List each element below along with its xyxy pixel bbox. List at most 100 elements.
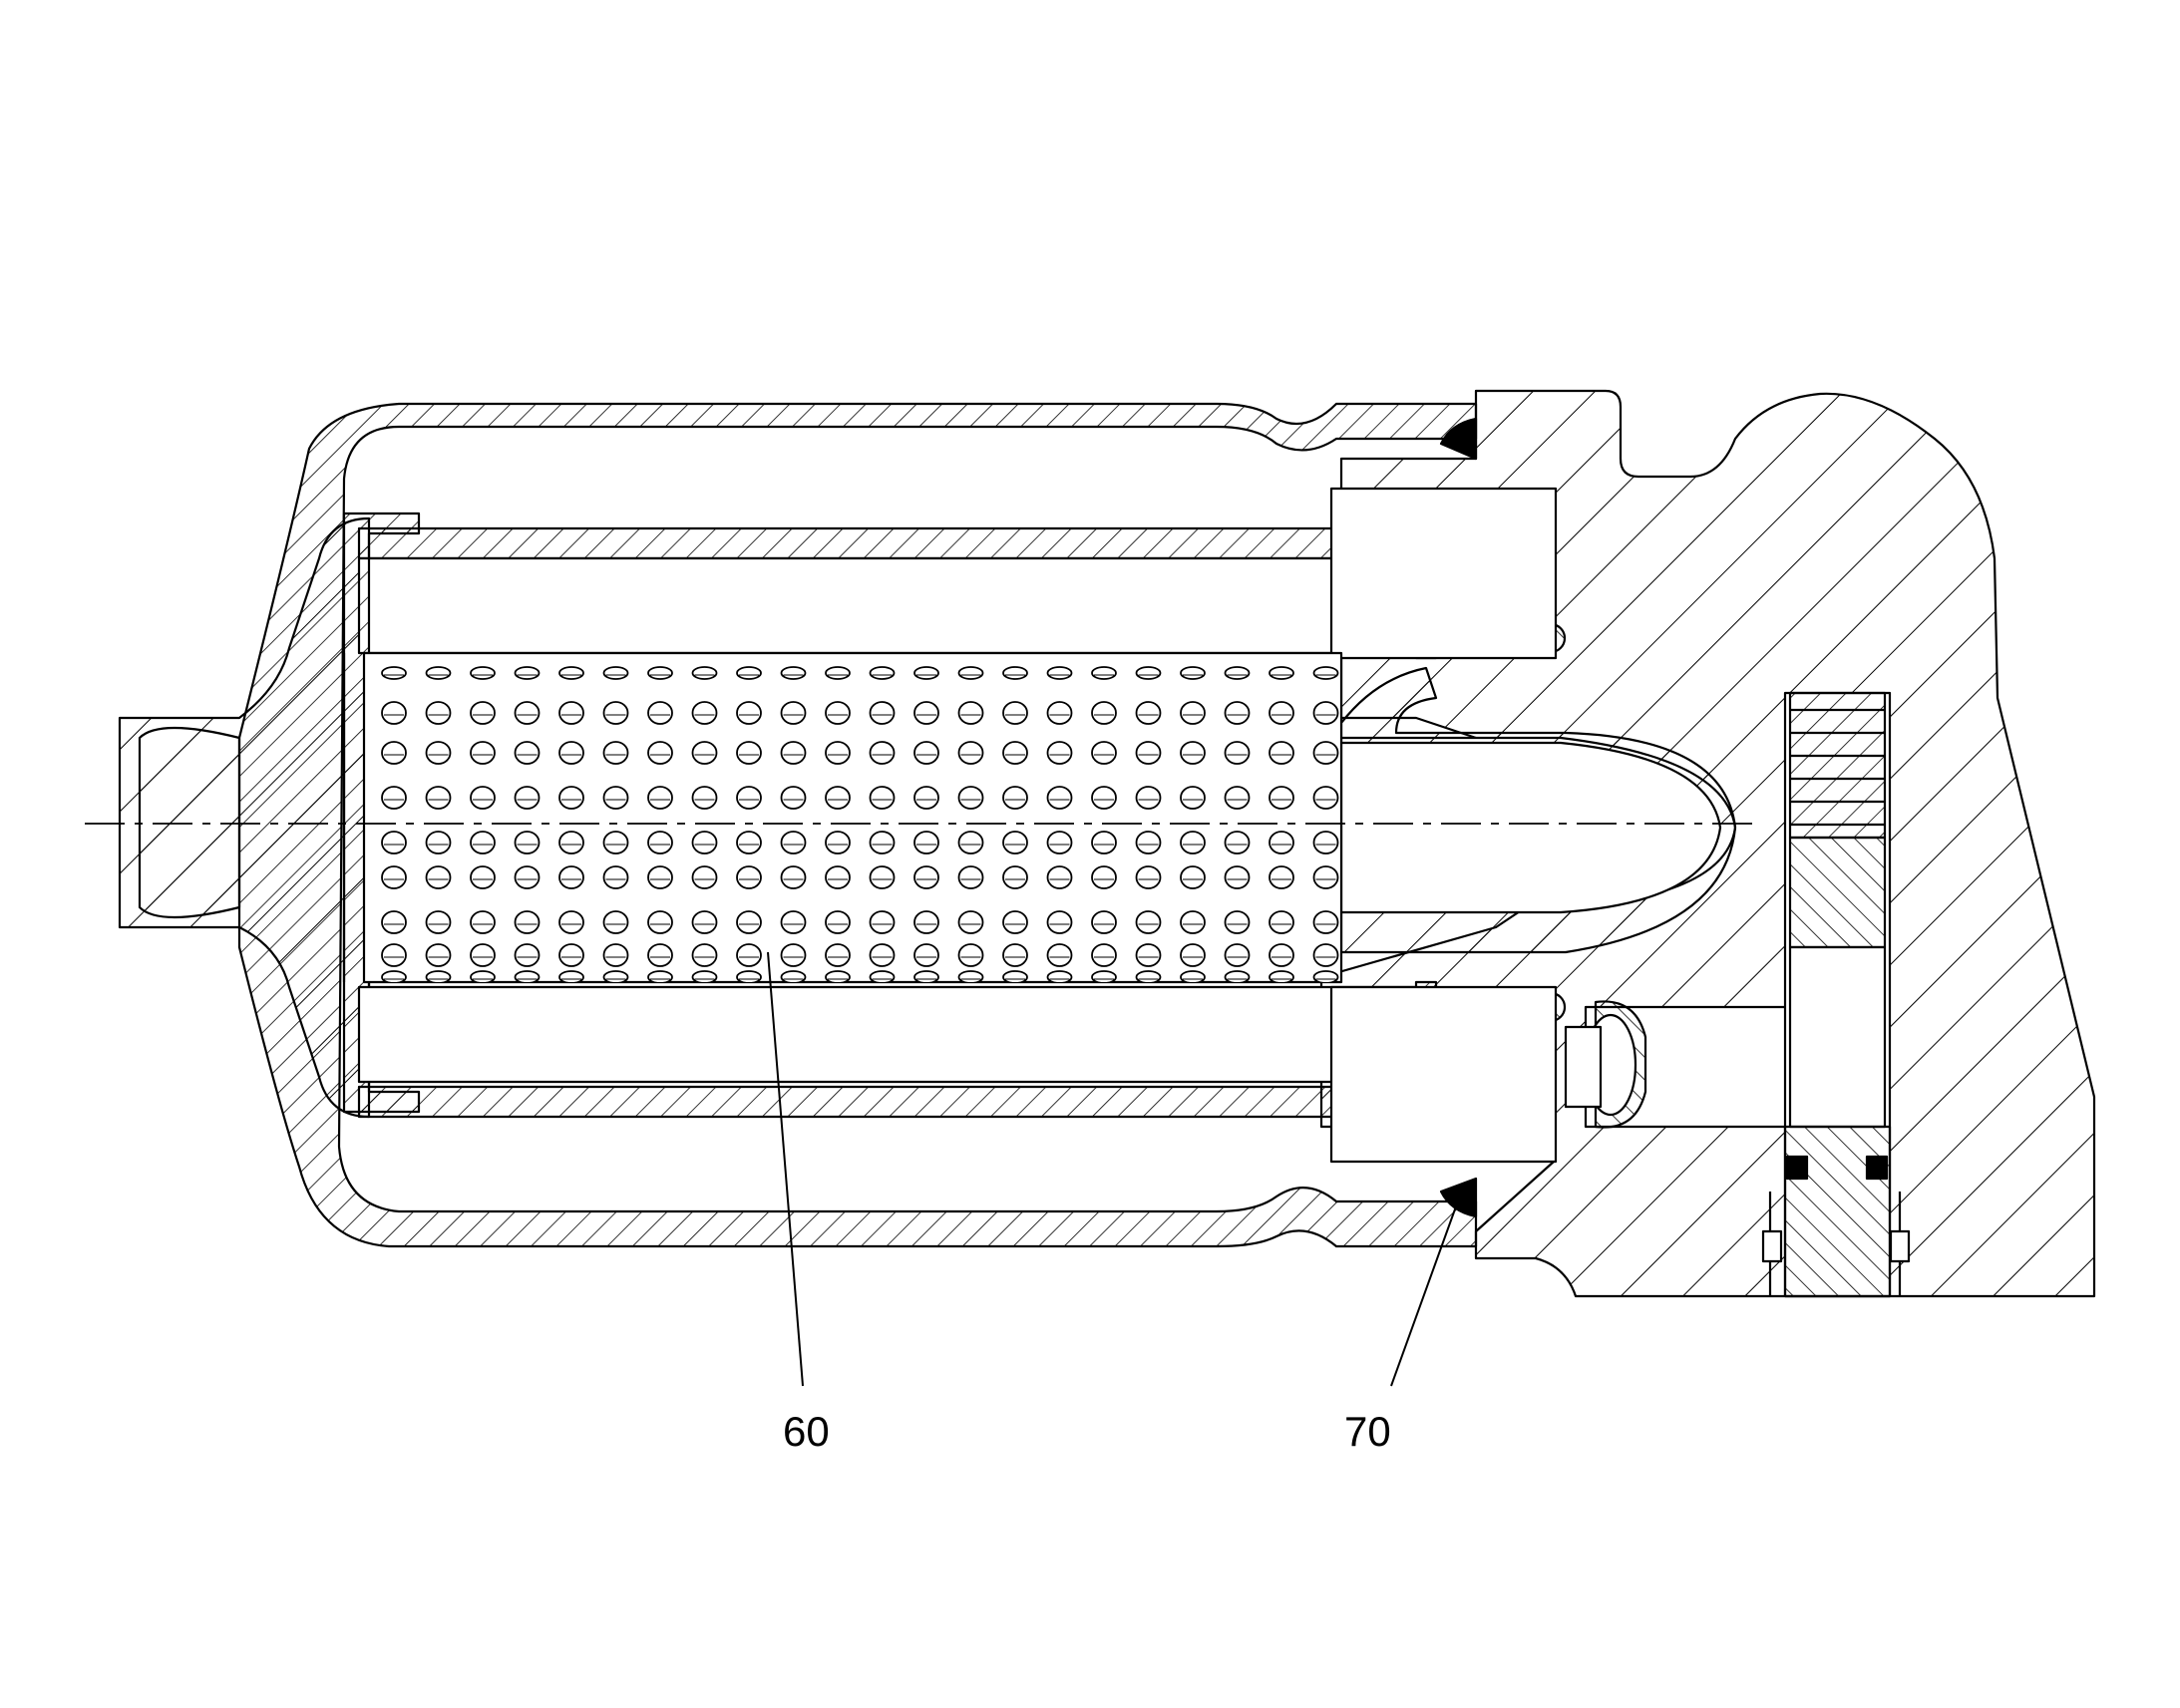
perforation-hole [1046,865,1073,889]
perforation-hole [957,741,984,765]
perforation-hole [1135,786,1162,810]
perforation-hole [869,786,896,810]
perforation-hole [825,970,851,982]
perforation-hole [957,786,984,810]
perforation-hole [869,910,896,934]
perforation-hole [780,741,807,765]
outlet-nozzle [1339,666,1737,954]
perforation-hole [1180,970,1206,982]
perforation-hole [1002,970,1028,982]
perforation-hole [825,865,851,889]
perforation-hole [381,741,407,765]
perforation-hole [957,701,984,725]
perforation-hole [647,970,673,982]
perforation-hole [602,831,629,854]
leader-line-70 [1390,1205,1457,1387]
perforation-hole [869,831,896,854]
perforation-hole [1180,943,1206,967]
perforation-hole [470,910,496,934]
perforation-hole [425,666,452,680]
perforation-hole [1224,910,1251,934]
perforation-hole [602,910,629,934]
perforation-hole [1002,741,1028,765]
perforation-hole [913,831,939,854]
perforation-hole [913,910,939,934]
perforation-hole [1002,943,1028,967]
perforation-hole [647,701,673,725]
perforation-hole [736,943,762,967]
perforation-hole [736,865,762,889]
perforation-hole [514,943,541,967]
perforation-hole [470,741,496,765]
perforation-hole [957,943,984,967]
perforation-hole [1180,666,1206,680]
perforation-hole [913,741,939,765]
perforation-hole [558,701,584,725]
perforation-hole [825,910,851,934]
perforation-hole [780,910,807,934]
perforation-hole [381,865,407,889]
perforation-hole [1046,741,1073,765]
perforation-hole [1046,831,1073,854]
perforation-hole [1046,970,1073,982]
perforation-hole [1224,865,1251,889]
perforation-hole [957,831,984,854]
perforation-hole [1091,741,1117,765]
reference-numeral-60: 60 [783,1408,830,1455]
perforation-hole [691,910,718,934]
perforation-hole [736,786,762,810]
perforation-hole [558,970,584,982]
perforation-hole [957,865,984,889]
perforation-hole [913,970,939,982]
perforation-hole [1135,831,1162,854]
perforation-hole [1269,910,1294,934]
perforation-hole [558,831,584,854]
perforation-hole [780,786,807,810]
perforation-hole [780,831,807,854]
perforation-hole [558,666,584,680]
perforation-hole [1091,865,1117,889]
perforation-hole [1046,943,1073,967]
perforation-hole [602,701,629,725]
perforation-hole [1224,970,1251,982]
perforation-hole [558,786,584,810]
perforation-hole [1312,666,1339,680]
perforation-hole [381,970,407,982]
perforation-hole [1224,666,1251,680]
perforation-hole [514,666,541,680]
perforation-hole [736,831,762,854]
perforation-hole [869,943,896,967]
perforation-hole [691,666,718,680]
perforation-hole [1091,831,1117,854]
perforation-hole [1224,786,1251,810]
perforation-hole [647,865,673,889]
perforation-hole [1002,666,1028,680]
perforation-hole [514,786,541,810]
perforation-hole [1046,910,1073,934]
perforation-hole [1224,943,1251,967]
perforation-hole [647,741,673,765]
perforation-hole [1269,666,1294,680]
perforation-hole [425,831,452,854]
perforation-hole [558,910,584,934]
perforation-hole [1180,741,1206,765]
perforation-hole [514,970,541,982]
perforation-hole [1002,831,1028,854]
perforation-hole [1312,786,1339,810]
perforation-hole [470,831,496,854]
perforation-hole [825,943,851,967]
perforation-hole [1091,786,1117,810]
perforation-hole [425,970,452,982]
perforation-hole [1135,741,1162,765]
perforation-hole [825,701,851,725]
perforation-hole [647,831,673,854]
perforation-hole [691,741,718,765]
perforation-hole [1091,666,1117,680]
perforation-hole [470,701,496,725]
perforation-hole [1312,701,1339,725]
perforation-hole [1091,970,1117,982]
perforation-hole [1002,701,1028,725]
perforation-hole [1180,786,1206,810]
perforation-hole [736,970,762,982]
perforation-hole [1135,666,1162,680]
